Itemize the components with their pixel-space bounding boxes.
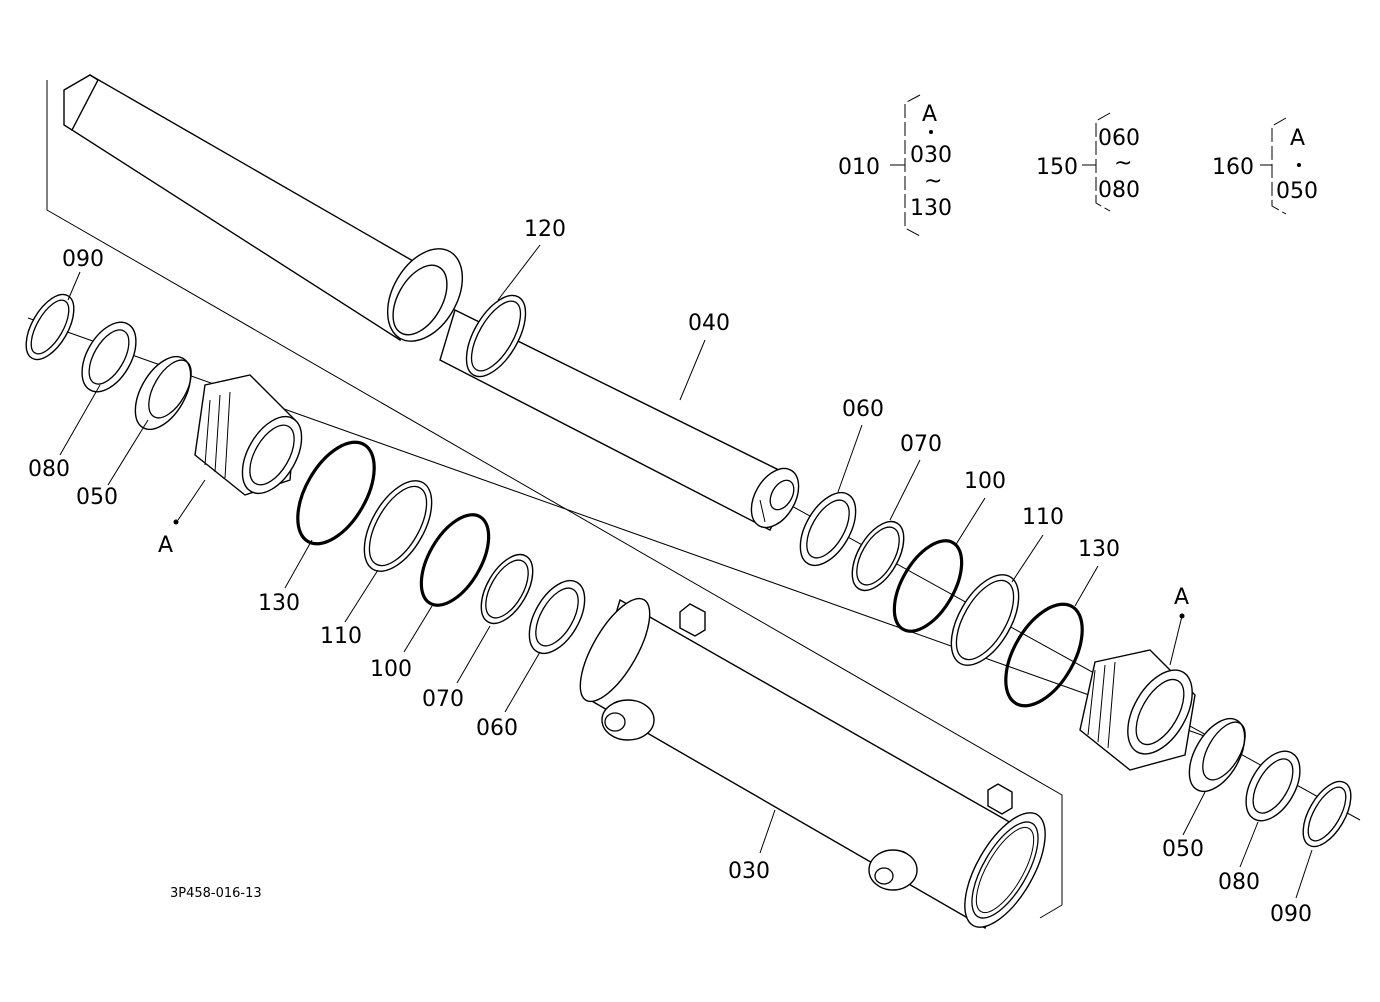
callout-160-part: 050: [1276, 179, 1318, 204]
callout-150-range: ~: [1114, 151, 1132, 176]
leader-lines: [59, 244, 1313, 899]
right-backup-ring-070: [851, 520, 905, 592]
callout-010-from: 030: [910, 143, 952, 168]
callout-150-number: 150: [1036, 155, 1078, 180]
left-backup-ring-070: [480, 553, 534, 625]
cylinder-tube-030: [579, 597, 1046, 930]
callout-legend: [890, 94, 1301, 237]
label-100-left: 100: [370, 657, 412, 682]
assembly-frame: [46, 80, 1063, 919]
callout-160-a: A: [1290, 126, 1305, 151]
callout-150: 150 060 ~ 080: [1036, 126, 1140, 203]
callout-010-to: 130: [910, 196, 952, 221]
left-cylinder-head: [194, 374, 303, 496]
right-seal-060: [799, 491, 857, 567]
left-backup-ring-110: [363, 480, 433, 572]
left-oring-130: [296, 440, 376, 546]
label-030: 030: [728, 859, 770, 884]
label-080-right: 080: [1218, 870, 1260, 895]
right-backup-ring-110: [950, 574, 1020, 666]
label-070-left: 070: [422, 687, 464, 712]
callout-010-range: ~: [924, 169, 942, 194]
left-snap-ring-090: [25, 293, 75, 361]
label-110-right: 110: [1022, 505, 1064, 530]
rod-ring-120: [465, 294, 527, 378]
label-130-left: 130: [258, 591, 300, 616]
label-a-left: A: [158, 533, 173, 558]
label-120: 120: [524, 217, 566, 242]
label-100-right: 100: [964, 469, 1006, 494]
label-050-right: 050: [1162, 837, 1204, 862]
callout-160-number: 160: [1212, 155, 1254, 180]
left-oring-100: [419, 513, 491, 607]
label-060-left: 060: [476, 716, 518, 741]
right-oring-130: [1004, 602, 1084, 708]
label-090-right: 090: [1270, 902, 1312, 927]
left-bushing-050: [134, 355, 192, 431]
right-snap-ring-090: [1302, 780, 1352, 848]
part-labels: 120 040 090 080 050 A 130 110 100 070 06…: [28, 217, 1312, 927]
left-wiper-080: [81, 321, 137, 393]
right-cylinder-head: [1079, 649, 1196, 771]
label-110-left: 110: [320, 624, 362, 649]
label-090-left: 090: [62, 247, 104, 272]
callout-010-number: 010: [838, 155, 880, 180]
piston-rod-040: [63, 73, 800, 531]
right-oring-100: [892, 539, 964, 633]
label-080-left: 080: [28, 457, 70, 482]
drawing-code: 3P458-016-13: [170, 886, 262, 901]
label-060-right: 060: [842, 397, 884, 422]
label-a-right: A: [1174, 585, 1189, 610]
right-wiper-080: [1245, 750, 1301, 822]
callout-150-from: 060: [1098, 126, 1140, 151]
callout-160: 160 A 050: [1212, 126, 1318, 204]
label-070-right: 070: [900, 432, 942, 457]
label-130-right: 130: [1078, 537, 1120, 562]
right-bushing-050: [1188, 717, 1246, 793]
label-050-left: 050: [76, 485, 118, 510]
callout-010-a: A: [922, 102, 937, 127]
label-040: 040: [688, 311, 730, 336]
callout-150-to: 080: [1098, 178, 1140, 203]
callout-010: 010 A 030 ~ 130: [838, 102, 952, 221]
left-seal-060: [528, 579, 586, 655]
